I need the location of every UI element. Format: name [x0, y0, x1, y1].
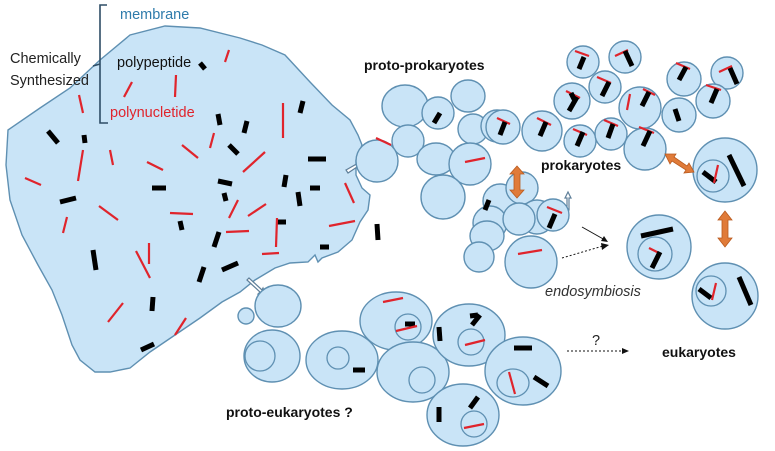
blob-polynucleotides: [24, 49, 356, 336]
primordial-blob: [5, 25, 371, 373]
proto-eukaryote-cluster: [237, 284, 562, 447]
proto-prokaryotes-label: proto-prokaryotes: [364, 57, 485, 73]
dashed-arrow-to-eukaryotes: [567, 348, 629, 354]
legend-bracket: [92, 4, 108, 124]
eukaryote-cell-upper: [692, 137, 758, 203]
hollow-arrow-vertical: [564, 190, 572, 211]
exchange-arrow-vertical-right: [717, 210, 733, 248]
eukaryotes-label: eukaryotes: [662, 344, 736, 360]
legend-polynucleotide-label: polynucletide: [110, 105, 195, 121]
endosymbiosis-cell: [626, 214, 692, 280]
legend-group-label-line1: Chemically: [10, 51, 81, 67]
proto-eukaryotes-label: proto-eukaryotes ?: [226, 404, 353, 420]
legend-membrane-label: membrane: [120, 7, 190, 23]
legend-group-label-line2: Synthesized: [10, 73, 89, 89]
eukaryote-cell-lower: [691, 262, 759, 330]
blob-polypeptides: [46, 61, 381, 353]
exchange-arrow-vertical-left: [509, 165, 525, 199]
endosymbiosis-label: endosymbiosis: [545, 284, 641, 300]
prokaryote-cluster: [485, 40, 744, 171]
legend-polypeptide-label: polypeptide: [117, 55, 192, 71]
question-mark-label: ?: [592, 333, 601, 349]
exchange-arrow-diagonal: [664, 153, 695, 174]
endosymbiosis-arrows: [561, 226, 609, 259]
prokaryotes-label: prokaryotes: [541, 157, 622, 173]
